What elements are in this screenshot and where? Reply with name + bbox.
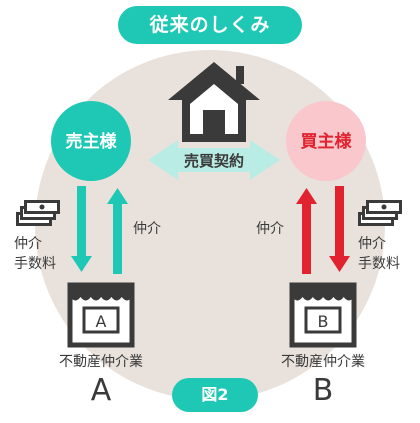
commission-label-left: 仲介: [133, 221, 161, 237]
store-icon: [67, 282, 135, 348]
store-icon: [289, 282, 357, 348]
figure-label-pill: 図2: [172, 378, 258, 412]
commission-label-right: 仲介: [256, 221, 284, 237]
seller-label: 売主様: [66, 131, 118, 152]
agent-a-letter: A: [91, 373, 112, 408]
fee-label-right-1: 仲介: [358, 236, 386, 252]
buyer-circle: [286, 101, 366, 181]
store-b-sign: B: [318, 312, 329, 331]
seller-circle: [51, 101, 131, 181]
store-a-sign: A: [96, 312, 107, 331]
fee-label-left-1: 仲介: [14, 236, 42, 252]
buyer-up-arrow: [296, 188, 317, 274]
contract-arrow: [148, 140, 280, 180]
money-stack-icon: [358, 200, 402, 226]
contract-label: 売買契約: [184, 152, 244, 170]
buyer-down-arrow: [329, 186, 350, 272]
seller-down-arrow: [71, 186, 92, 272]
agent-b-label: 不動産仲介業: [281, 354, 365, 370]
fee-label-left-2: 手数料: [14, 256, 56, 272]
buyer-label: 買主様: [301, 131, 353, 152]
fee-label-right-2: 手数料: [358, 256, 400, 272]
title-pill: 従来のしくみ: [118, 6, 302, 44]
agent-a-label: 不動産仲介業: [59, 354, 143, 370]
money-stack-icon: [16, 200, 60, 226]
house-icon: [168, 62, 260, 142]
seller-up-arrow: [107, 188, 128, 274]
agent-b-letter: B: [313, 373, 334, 408]
